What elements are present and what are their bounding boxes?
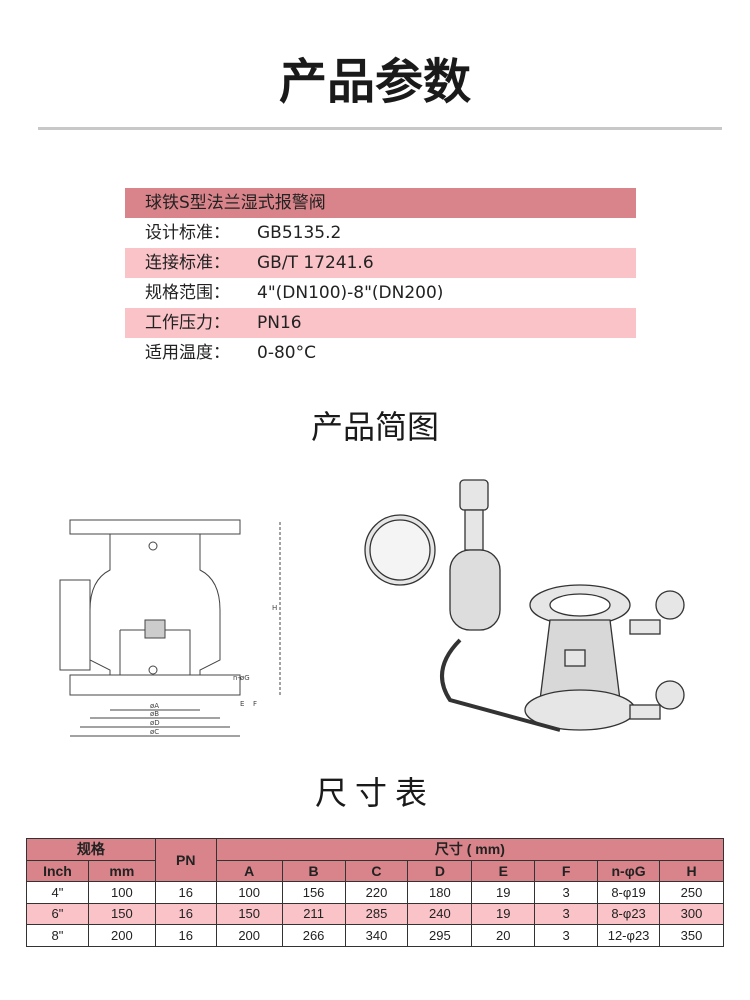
th-col: F: [534, 859, 599, 882]
spec-key: 适用温度：: [145, 343, 230, 363]
table-cell: 16: [154, 924, 217, 947]
section-drawing: H øA øB øD øC n-øG E F: [59, 519, 281, 737]
table-cell: 295: [407, 924, 473, 947]
th-mm: mm: [87, 859, 156, 882]
table-cell: 20: [471, 924, 536, 947]
table-cell: 220: [344, 881, 409, 904]
table-cell: 266: [281, 924, 346, 947]
table-cell: 3: [534, 902, 599, 925]
dim-b: øB: [150, 710, 159, 718]
spec-table: 球铁S型法兰湿式报警阀 设计标准： GB5135.2 连接标准： GB/T 1724…: [125, 188, 636, 368]
table-cell: 340: [344, 924, 409, 947]
table-cell: 19: [471, 902, 536, 925]
table-cell: 19: [471, 881, 536, 904]
spec-row: 规格范围： 4"(DN100)-8"(DN200): [125, 278, 636, 308]
table-cell: 6": [26, 902, 89, 925]
table-cell: 285: [344, 902, 409, 925]
spec-key: 连接标准：: [145, 253, 230, 273]
spec-value: 4"(DN100)-8"(DN200): [257, 283, 444, 303]
table-cell: 12-φ23: [597, 924, 661, 947]
dim-h: H: [272, 604, 277, 612]
spec-key: 规格范围：: [145, 283, 230, 303]
table-cell: 16: [154, 881, 217, 904]
table-cell: 240: [407, 902, 473, 925]
page-title: 产品参数: [278, 54, 471, 110]
table-cell: 100: [215, 881, 283, 904]
th-pn: PN: [154, 838, 217, 882]
th-col: D: [407, 859, 473, 882]
table-cell: 3: [534, 924, 599, 947]
dim-a: øA: [150, 702, 159, 710]
dim-d: øD: [150, 719, 160, 727]
table-cell: 250: [659, 881, 724, 904]
table-cell: 350: [659, 924, 724, 947]
valve-3d-drawing: [364, 479, 685, 732]
table-cell: 180: [407, 881, 473, 904]
table-cell: 211: [281, 902, 346, 925]
table-cell: 4": [26, 881, 89, 904]
divider: [38, 127, 722, 130]
spec-row: 工作压力： PN16: [125, 308, 636, 338]
spec-value: PN16: [257, 313, 302, 333]
dim-e: E: [240, 700, 244, 708]
th-col: n-φG: [597, 859, 661, 882]
table-cell: 150: [87, 902, 156, 925]
th-col: H: [659, 859, 724, 882]
th-spec: 规格: [26, 838, 156, 861]
table-title: 尺寸表: [314, 774, 435, 812]
table-cell: 8": [26, 924, 89, 947]
spec-value: GB/T 17241.6: [257, 253, 374, 273]
spec-value: 0-80°C: [257, 343, 316, 363]
spec-key: 设计标准：: [145, 223, 230, 243]
dim-c: øC: [150, 728, 159, 736]
th-inch: Inch: [26, 859, 89, 882]
table-cell: 200: [87, 924, 156, 947]
th-col: E: [471, 859, 536, 882]
table-cell: 16: [154, 902, 217, 925]
spec-value: GB5135.2: [257, 223, 342, 243]
table-cell: 8-φ23: [597, 902, 661, 925]
th-dims: 尺寸 ( mm): [215, 838, 725, 861]
th-col: A: [215, 859, 283, 882]
table-cell: 156: [281, 881, 346, 904]
th-col: C: [344, 859, 409, 882]
spec-row: 连接标准： GB/T 17241.6: [125, 248, 636, 278]
spec-header: 球铁S型法兰湿式报警阀: [125, 188, 636, 218]
table-cell: 200: [215, 924, 283, 947]
table-cell: 300: [659, 902, 724, 925]
table-cell: 3: [534, 881, 599, 904]
table-cell: 150: [215, 902, 283, 925]
dim-f: F: [253, 700, 257, 708]
dim-g: n-øG: [233, 674, 250, 682]
diagram-title: 产品简图: [310, 408, 439, 446]
spec-row: 适用温度： 0-80°C: [125, 338, 636, 368]
th-col: B: [281, 859, 346, 882]
spec-key: 工作压力：: [145, 313, 230, 333]
table-cell: 100: [87, 881, 156, 904]
table-cell: 8-φ19: [597, 881, 661, 904]
spec-row: 设计标准： GB5135.2: [125, 218, 636, 248]
